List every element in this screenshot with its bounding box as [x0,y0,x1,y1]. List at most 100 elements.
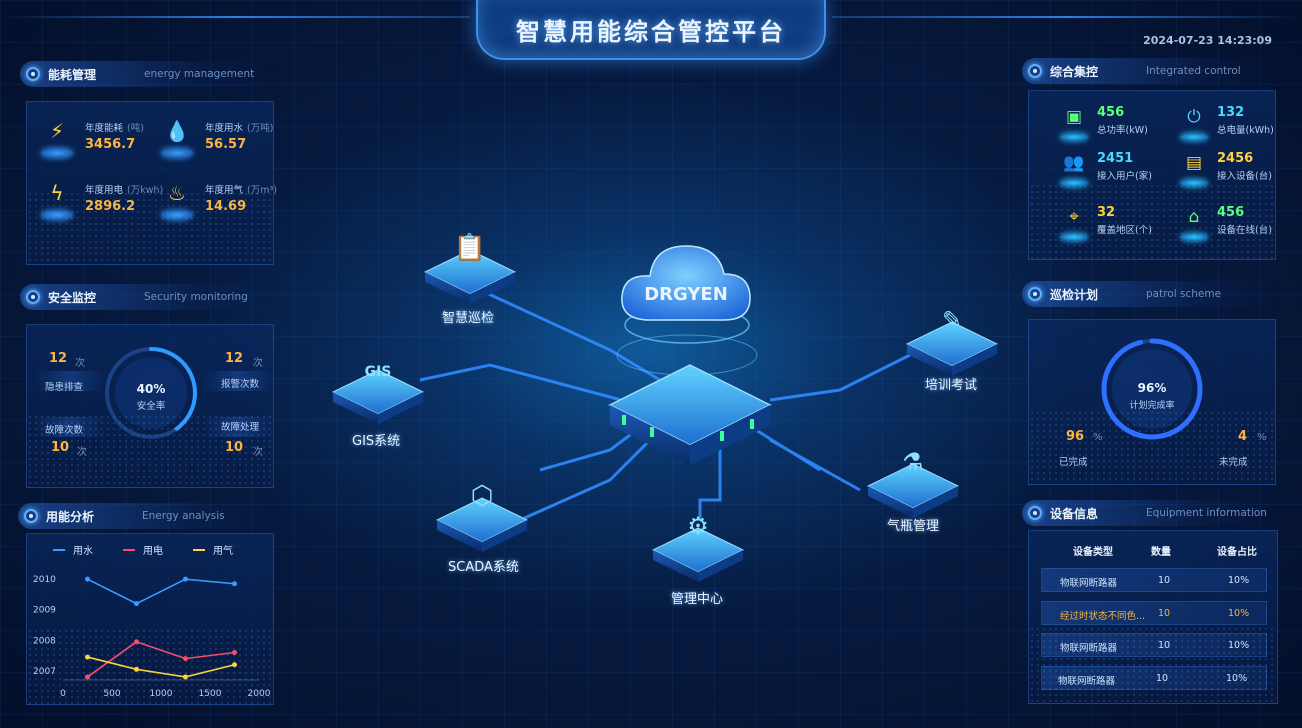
node-patrol-platform [423,249,517,304]
table-row[interactable]: 物联网断路器 10 10% [1041,568,1267,592]
patrol-panel: 巡检计划 patrol scheme 96% 计划完成率 96 % 已完成 4 … [1022,281,1280,485]
header-dot-icon [26,67,40,81]
item-label: 年度用气 [205,185,244,196]
node-label-patrol[interactable]: 智慧巡检 [442,311,495,326]
panel-title: 用能分析 [46,509,95,524]
table-row[interactable]: 物联网断路器 10 10% [1041,666,1267,690]
cell-type: 物联网断路器 [1060,643,1118,654]
alarm-count-label: 报警次数 [221,379,260,390]
datetime: 2024-07-23 14:23:09 [1143,34,1272,47]
node-label-gas[interactable]: 气瓶管理 [887,519,940,534]
data-point [85,576,90,582]
unit-label: % [1257,432,1267,443]
clipboard-icon: 📋 [454,232,486,263]
column-header: 设备占比 [1217,547,1257,558]
item-value: 456 [1097,105,1125,120]
item-label: 覆盖地区(个) [1097,225,1152,236]
node-manage-platform [651,527,745,582]
x-tick-label: 500 [103,689,120,699]
item-value: 14.69 [205,199,247,214]
item-unit: (万吨) [247,123,274,134]
table-row[interactable]: 物联网断路器 10 10% [1041,633,1267,657]
gas-cylinder-icon: ⚗ [902,448,924,476]
item-value: 2896.2 [85,199,136,214]
panel-header: 能耗管理 energy management [20,61,276,87]
plan-completion-gauge: 96% 计划完成率 [1101,338,1203,440]
cell-ratio: 10% [1226,673,1248,684]
hexagon-y-icon: ⬡ [471,481,494,511]
header-dot-icon [1028,64,1042,78]
panel-header: 安全监控 Security monitoring [20,284,276,310]
hazard-check-value: 12 [49,351,68,366]
x-tick-label: 1500 [199,689,222,699]
data-point [183,656,188,662]
alarm-count-value: 12 [225,351,244,366]
data-point [232,662,237,668]
header-bar: 智慧用能综合管控平台 2024-07-23 14:23:09 [0,0,1302,60]
data-point [134,639,139,645]
legend-electricity[interactable]: 用电 [123,542,163,557]
gauge-label: 安全率 [137,400,166,412]
unit-label: 次 [253,447,263,458]
cell-count: 10 [1156,673,1169,684]
panel-title: 安全监控 [48,290,97,305]
coverage-area-item: ⌖ 32 覆盖地区(个) [1057,205,1177,241]
connected-users-item: 👥 2451 接入用户(家) [1057,151,1177,187]
panel-header: 用能分析 Energy analysis [18,503,276,529]
completed-value: 96 [1066,429,1085,444]
cell-ratio: 10% [1228,608,1250,619]
series-line [87,578,235,605]
x-tick-label: 0 [60,689,66,699]
series-line [87,640,235,678]
unit-label: % [1093,432,1103,443]
panel-subtitle: Energy analysis [142,510,225,522]
node-scada-platform [435,497,529,552]
x-tick-label: 2000 [248,689,271,699]
panel-subtitle: Integrated control [1146,65,1241,77]
y-tick-label: 2007 [33,667,56,677]
panel-title: 巡检计划 [1050,287,1099,302]
map-pin-icon: ⌖ [1057,205,1091,241]
incomplete-value: 4 [1238,429,1248,444]
panel-header: 设备信息 Equipment information [1022,500,1280,526]
fault-handling-label: 故障处理 [221,422,260,433]
panel-body: 12 次 隐患排查 故障次数 10 次 12 次 报警次数 故障处理 10 次 … [26,324,274,488]
gauge-value: 40% [137,382,166,396]
header-dot-icon [24,509,38,523]
incomplete-label: 未完成 [1219,457,1248,468]
legend-water[interactable]: 用水 [53,542,93,557]
node-gis-platform [331,369,425,424]
item-label: 年度用电 [85,185,124,196]
gas-heat-icon: ♨ [159,180,195,220]
item-value: 56.57 [205,137,247,152]
item-label: 年度用水 [205,123,244,134]
gauge-value: 96% [1138,381,1167,395]
unit-label: 次 [253,358,263,369]
data-point [134,666,139,672]
panel-body: 96% 计划完成率 96 % 已完成 4 % 未完成 [1028,319,1276,485]
item-label: 设备在线(台) [1217,225,1272,236]
node-label-manage[interactable]: 管理中心 [671,592,724,607]
gauge-arc [1101,338,1203,440]
power-monitor-icon: ▣ [1057,105,1091,141]
legend-gas[interactable]: 用气 [193,542,233,557]
y-tick-label: 2009 [33,606,56,616]
gauge-label: 计划完成率 [1129,399,1174,411]
unit-label: 次 [77,447,87,458]
fault-count-label: 故障次数 [45,425,84,436]
completed-label: 已完成 [1059,457,1088,468]
panel-title: 设备信息 [1050,506,1099,521]
node-label-gis[interactable]: GIS系统 [352,434,401,449]
node-label-scada[interactable]: SCADA系统 [448,560,519,575]
panel-subtitle: Equipment information [1146,507,1267,519]
central-server [608,364,772,465]
table-row[interactable]: 经过时状态不同色... 10 10% [1041,601,1267,625]
node-label-training[interactable]: 培训考试 [925,378,978,393]
x-tick-label: 1000 [150,689,173,699]
cloud-text: DRGYEN [644,284,728,305]
header-dot-icon [1028,506,1042,520]
panel-body: ⚡ 年度能耗(吨) 3456.7 💧 年度用水(万吨) 56.57 ϟ 年度用电… [26,101,277,265]
header-line-left [0,16,470,18]
